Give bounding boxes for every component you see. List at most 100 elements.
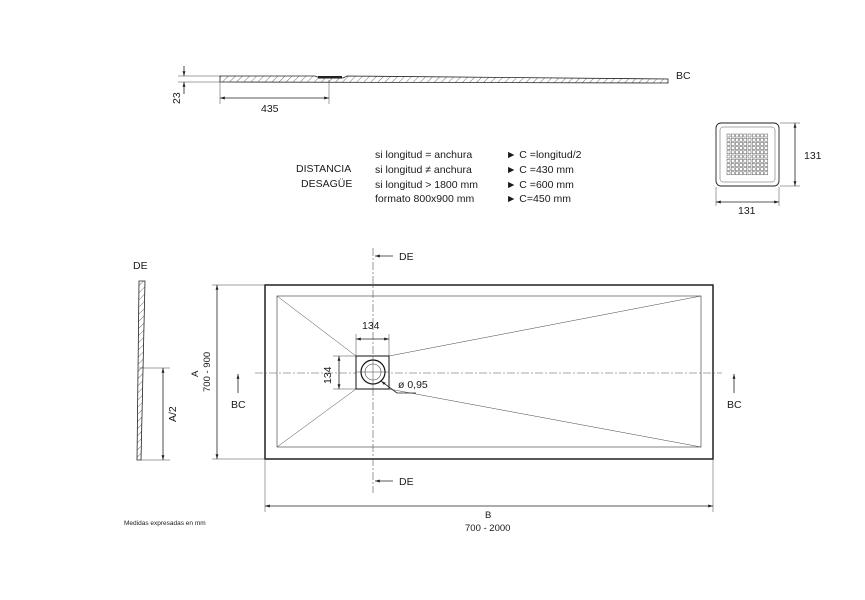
grate-slot [739, 142, 743, 146]
a-range: 700 - 900 [202, 352, 213, 392]
rule-condition: si longitud ≠ anchura [375, 164, 472, 176]
grate-slot [743, 163, 748, 167]
grate-slot [760, 150, 764, 155]
grate-slot [751, 137, 756, 142]
grate-slot [735, 142, 739, 146]
drain-width-dimension [355, 334, 390, 356]
grate-slot [747, 150, 752, 155]
grate-slot [730, 154, 735, 159]
drainage-slope-lines [276, 295, 702, 448]
grate-slot [764, 142, 769, 146]
top-cut-label: BC [676, 70, 691, 82]
grate-slot [739, 171, 743, 176]
grate-slot [747, 167, 752, 171]
rule-result: ► C =longitud/2 [506, 149, 582, 161]
grate-slot [747, 154, 752, 159]
grate-slot [739, 163, 743, 167]
grate-slot [730, 163, 735, 167]
grate-slot [764, 133, 769, 138]
grate-slot [730, 158, 735, 163]
grate-slot [756, 133, 760, 138]
grate-slot [743, 154, 748, 159]
grate-slot [743, 171, 748, 176]
b-range: 700 - 2000 [465, 523, 510, 534]
grate-slot [764, 146, 769, 150]
de-bottom-label: DE [399, 476, 414, 488]
grate-slot [760, 163, 764, 167]
half-dimension [141, 367, 170, 461]
side-cut-label: DE [133, 260, 148, 272]
grate-slot [739, 137, 743, 142]
grate-slot [726, 171, 731, 176]
rule-title-line1: DISTANCIA [296, 163, 351, 175]
de-top-label: DE [399, 251, 414, 263]
grate-slot [756, 142, 760, 146]
grate-slot [743, 137, 748, 142]
grate-slot [735, 133, 739, 138]
grate-slot [743, 146, 748, 150]
grate-slot [743, 142, 748, 146]
rule-condition: si longitud > 1800 mm [375, 179, 478, 191]
grate-slot [739, 167, 743, 171]
grate-slot [739, 146, 743, 150]
grate-slot [756, 146, 760, 150]
grate-slot [760, 167, 764, 171]
drain-width-label: 134 [362, 320, 380, 332]
grate-slot [751, 150, 756, 155]
grate-slot [726, 163, 731, 167]
grate-slot [764, 163, 769, 167]
grate-width-dimension [715, 187, 780, 206]
grate-slot [756, 163, 760, 167]
b-dimension [264, 459, 714, 512]
rule-condition: si longitud = anchura [375, 149, 472, 161]
grate-slot [747, 163, 752, 167]
grate-slot [747, 158, 752, 163]
grate-slot [751, 146, 756, 150]
bc-left-label: BC [231, 399, 246, 411]
rule-result: ► C =600 mm [506, 179, 574, 191]
grate-slot [764, 158, 769, 163]
diameter-leader [380, 380, 416, 394]
grate-slot [751, 133, 756, 138]
grate-slot [764, 137, 769, 142]
grate-slot [730, 171, 735, 176]
drain-square [355, 355, 390, 390]
rule-title-line2: DESAGÜE [301, 178, 352, 190]
length-dimension-435 [219, 80, 330, 104]
grate-slot [747, 142, 752, 146]
grate-slot [730, 150, 735, 155]
grate-slot [739, 154, 743, 159]
grate-slot [747, 133, 752, 138]
tray-outline [264, 284, 714, 460]
height-dimension-23 [178, 66, 220, 94]
rule-result: ► C =430 mm [506, 164, 574, 176]
grate-slot [764, 167, 769, 171]
a-label: A [190, 370, 201, 377]
grate-slot [760, 133, 764, 138]
grate-height-dimension [780, 122, 800, 187]
grate-slot [743, 167, 748, 171]
grate-slot [735, 146, 739, 150]
grate-slot [730, 146, 735, 150]
grate-slot [756, 167, 760, 171]
grate-slot [743, 150, 748, 155]
grate-drawing [715, 122, 780, 187]
grate-slot [756, 158, 760, 163]
grate-slot [760, 154, 764, 159]
half-label: A/2 [167, 406, 179, 422]
grate-slot [726, 154, 731, 159]
length-label: 435 [261, 103, 279, 115]
grate-slot [726, 137, 731, 142]
grate-slot [760, 142, 764, 146]
height-label: 23 [171, 92, 183, 104]
grate-width-label: 131 [738, 205, 756, 217]
grate-slot [760, 171, 764, 176]
grate-slot [751, 167, 756, 171]
side-section-profile [136, 280, 146, 461]
grate-slot [743, 158, 748, 163]
bc-right-label: BC [727, 399, 742, 411]
grate-slot [730, 142, 735, 146]
top-section-profile [219, 75, 669, 84]
grate-slot [726, 142, 731, 146]
a-dimension [212, 284, 265, 460]
